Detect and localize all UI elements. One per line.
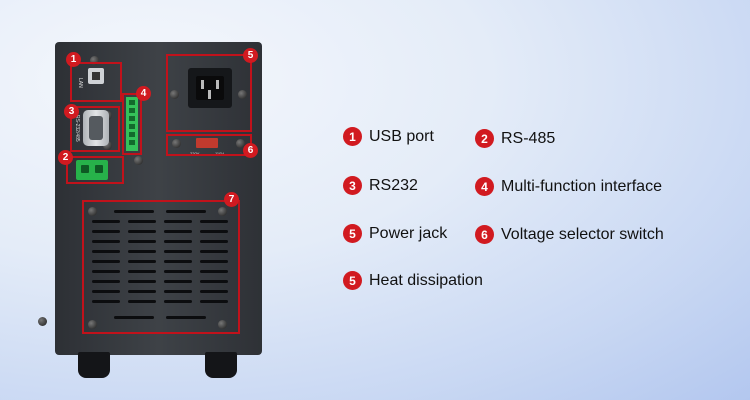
legend-number: 6 [475, 225, 494, 244]
vent-slot [128, 240, 156, 243]
legend-item-selector: 6 Voltage selector switch [475, 225, 664, 244]
screw [236, 139, 245, 148]
screw [238, 90, 247, 99]
vent-slot [164, 230, 192, 233]
screw [88, 320, 97, 329]
legend-number: 2 [475, 129, 494, 148]
usb-port-icon [88, 68, 104, 84]
vent-slot [128, 220, 156, 223]
legend-number: 5 [343, 271, 362, 290]
callout-badge-5: 5 [243, 48, 258, 63]
screw [38, 317, 47, 326]
legend-label: Voltage selector switch [501, 225, 664, 243]
vent-slot [128, 270, 156, 273]
vent-slot [128, 290, 156, 293]
legend-number: 3 [343, 176, 362, 195]
voltage-label-left: 220V [190, 151, 200, 156]
vent-slot [128, 250, 156, 253]
vent-slot [128, 280, 156, 283]
rs232-port-label: RS-232/485 [74, 115, 80, 142]
db9-connector-icon [83, 110, 109, 146]
callout-badge-2: 2 [58, 150, 73, 165]
legend-number: 1 [343, 127, 362, 146]
callout-box-rs485 [66, 156, 124, 184]
vent-slot [92, 260, 120, 263]
screw [90, 56, 99, 65]
vent-slot [164, 220, 192, 223]
vent-slot [200, 270, 228, 273]
vent-slot [92, 280, 120, 283]
vent-slot [164, 280, 192, 283]
screw [218, 320, 227, 329]
screw [172, 139, 181, 148]
vent-slot [128, 230, 156, 233]
callout-badge-6: 6 [243, 143, 258, 158]
vent-slot [200, 300, 228, 303]
callout-box-power [166, 54, 252, 132]
screw [88, 207, 97, 216]
vent-slot [164, 240, 192, 243]
vent-slot [200, 220, 228, 223]
callout-box-multifunction [122, 93, 142, 155]
screw [218, 207, 227, 216]
vent-slot [92, 250, 120, 253]
vent-slot [164, 250, 192, 253]
voltage-label-right: 110V [215, 151, 225, 156]
legend-item-rs232: 3 RS232 [343, 176, 418, 195]
legend-item-usb: 1 USB port [343, 127, 434, 146]
vent-slot [164, 270, 192, 273]
vent-grille-icon [90, 204, 230, 324]
vent-slot [200, 290, 228, 293]
legend-item-multifunction: 4 Multi-function interface [475, 177, 662, 196]
vent-slot [200, 240, 228, 243]
vent-slot [92, 300, 120, 303]
legend-item-heat: 5 Heat dissipation [343, 271, 483, 290]
legend-label: USB port [369, 127, 434, 145]
usb-port-label: LAN [77, 78, 83, 88]
legend-label: Heat dissipation [369, 271, 483, 289]
vent-slot [200, 280, 228, 283]
callout-box-usb [70, 62, 122, 102]
screw [134, 156, 143, 165]
vent-slot [92, 240, 120, 243]
selector-switch-icon [196, 138, 218, 148]
vent-slot [164, 260, 192, 263]
callout-badge-7: 7 [224, 192, 239, 207]
legend-number: 4 [475, 177, 494, 196]
vent-slot [200, 250, 228, 253]
vent-slot [200, 230, 228, 233]
legend-item-rs485: 2 RS-485 [475, 129, 555, 148]
callout-box-rs232 [70, 106, 120, 152]
callout-badge-3: 3 [64, 104, 79, 119]
screw [103, 141, 112, 150]
vent-slot [128, 300, 156, 303]
callout-box-vent [82, 200, 240, 334]
legend-label: RS232 [369, 176, 418, 194]
screw [170, 90, 179, 99]
legend-item-power: 5 Power jack [343, 224, 447, 243]
callout-box-selector [166, 134, 252, 156]
vent-slot [200, 260, 228, 263]
callout-badge-1: 1 [66, 52, 81, 67]
legend-label: RS-485 [501, 129, 556, 147]
legend-label: Multi-function interface [501, 177, 662, 195]
vent-slot [92, 230, 120, 233]
terminal-strip-icon [126, 97, 138, 151]
vent-slot [92, 220, 120, 223]
iec-power-inlet-icon [188, 68, 232, 108]
terminal-block-icon [76, 160, 108, 180]
vent-slot [92, 290, 120, 293]
device-foot-right [205, 352, 237, 378]
legend-label: Power jack [369, 224, 448, 242]
vent-slot [128, 260, 156, 263]
vent-slot [164, 300, 192, 303]
callout-badge-4: 4 [136, 86, 151, 101]
device-foot-left [78, 352, 110, 378]
vent-slot [164, 290, 192, 293]
legend-number: 5 [343, 224, 362, 243]
vent-slot [92, 270, 120, 273]
